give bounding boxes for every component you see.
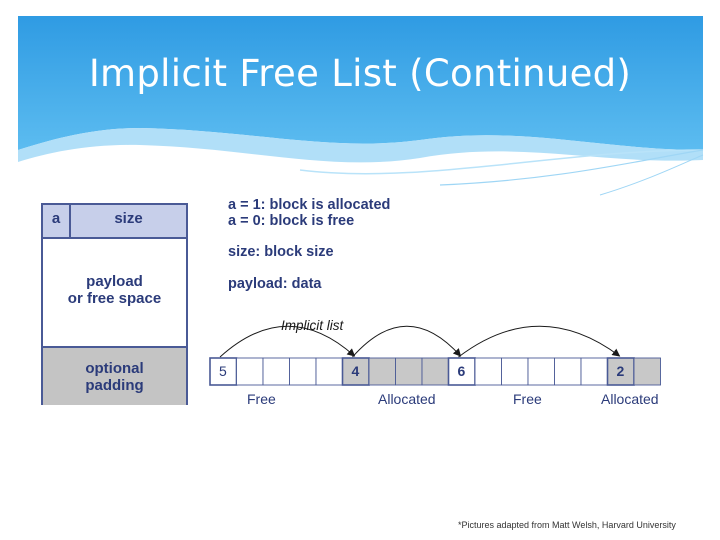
list-cell [447, 357, 476, 386]
list-cell [554, 357, 582, 386]
block-size-label: 2 [616, 363, 625, 379]
list-cell [606, 357, 635, 386]
block-status-label: Allocated [601, 391, 659, 407]
list-cell [633, 357, 661, 386]
padding-field: optional padding [43, 346, 186, 405]
payload-field: payload or free space [43, 273, 186, 307]
next-block-arrow [458, 325, 621, 358]
padding-label-line1: optional [85, 360, 144, 377]
list-cell [501, 357, 529, 386]
list-cell [474, 357, 502, 386]
padding-label-line2: padding [85, 377, 144, 394]
allocated-bit-field: a [43, 205, 71, 237]
slide-title: Implicit Free List (Continued) [88, 52, 632, 95]
block-status-label: Free [247, 391, 276, 407]
next-block-arrow [219, 325, 356, 358]
block-status-label: Free [513, 391, 542, 407]
header-wave-graphic [18, 16, 704, 196]
padding-label: optional padding [43, 360, 186, 394]
legend-allocated: a = 1: block is allocated [228, 197, 391, 213]
block-size-label: 4 [351, 363, 360, 379]
list-cell [395, 357, 423, 386]
block-size-label: 6 [457, 363, 466, 379]
list-cell [262, 357, 290, 386]
list-cell [289, 357, 317, 386]
payload-label: payload [86, 273, 143, 290]
block-status-label: Allocated [378, 391, 436, 407]
list-cell [209, 357, 238, 386]
legend-payload: payload: data [228, 276, 322, 292]
legend-size: size: block size [228, 244, 334, 260]
implicit-list-label: Implicit list [281, 318, 344, 333]
legend-free: a = 0: block is free [228, 213, 355, 229]
block-size-label: 5 [219, 363, 227, 379]
list-cell [315, 357, 343, 386]
credit-footnote: *Pictures adapted from Matt Welsh, Harva… [458, 520, 676, 530]
list-cell [580, 357, 608, 386]
list-cell [527, 357, 555, 386]
list-cell [236, 357, 264, 386]
list-cell [421, 357, 449, 386]
block-format-diagram: a size payload or free space optional pa… [41, 203, 188, 405]
list-cell [368, 357, 396, 386]
block-header-word: a size [43, 205, 186, 239]
payload-sublabel: or free space [67, 290, 162, 307]
next-block-arrow [352, 325, 462, 358]
size-field: size [114, 210, 143, 227]
slide-header: Implicit Free List (Continued) [0, 0, 720, 200]
